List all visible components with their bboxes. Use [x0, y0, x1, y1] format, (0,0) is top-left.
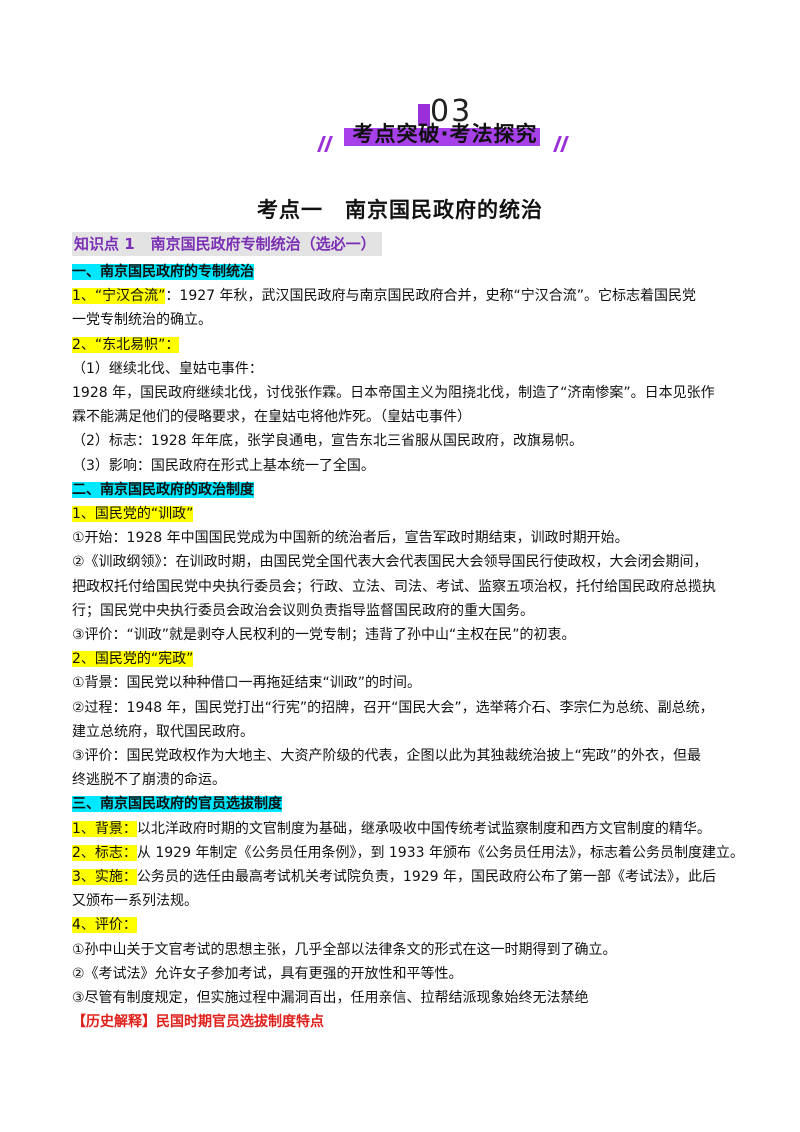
- line-text: 以北洋政府时期的文官制度为基础，继承吸收中国传统考试监察制度和西方文官制度的精华…: [136, 820, 711, 837]
- text-line: ②过程：1948 年，国民党打出“行宪”的招牌，召开“国民大会”，选举蒋介石、李…: [72, 698, 714, 718]
- text-line: ③尽管有制度规定，但实施过程中漏洞百出，任用亲信、拉帮结派现象始终无法禁绝: [72, 988, 589, 1008]
- line-text: 【历史解释】民国时期官员选拔制度特点: [72, 1014, 324, 1031]
- line-text: ②《考试法》允许女子参加考试，具有更强的开放性和平等性。: [72, 965, 463, 982]
- highlighted-label: 2、国民党的“宪政”: [72, 651, 194, 668]
- text-line: ②《考试法》允许女子参加考试，具有更强的开放性和平等性。: [72, 964, 463, 984]
- line-text: 行；国民党中央执行委员会政治会议则负责指导监督国民政府的重大国务。: [72, 602, 534, 619]
- line-text: 又颁布一系列法规。: [72, 893, 198, 910]
- section-heading-text: 三、南京国民政府的官员选拔制度: [72, 796, 282, 813]
- line-text: 霖不能满足他们的侵略要求，在皇姑屯将他炸死。（皇姑屯事件）: [72, 409, 471, 426]
- banner-accent: [418, 104, 430, 126]
- text-line: 1、国民党的“训政”: [72, 504, 194, 524]
- line-text: 把政权托付给国民党中央执行委员会；行政、立法、司法、考试、监察五项治权，托付给国…: [72, 578, 716, 595]
- text-line: （3）影响：国民政府在形式上基本统一了全国。: [72, 456, 375, 476]
- line-text: ①开始：1928 年中国国民党成为中国新的统治者后，宣告军政时期结束，训政时期开…: [72, 530, 629, 547]
- highlighted-label: 2、“东北易帜”：: [72, 336, 180, 353]
- line-text: ①孙中山关于文官考试的思想主张，几乎全部以法律条文的形式在这一时期得到了确立。: [72, 941, 617, 958]
- line-text: 1928 年，国民政府继续北伐，讨伐张作霖。日本帝国主义为阻挠北伐，制造了“济南…: [72, 385, 715, 401]
- section-heading-text: 一、南京国民政府的专制统治: [72, 264, 254, 280]
- section-number: 03: [430, 94, 473, 129]
- line-text: （2）标志：1928 年年底，张学良通电，宣告东北三省服从国民政府，改旗易帜。: [72, 433, 583, 450]
- text-line: ①孙中山关于文官考试的思想主张，几乎全部以法律条文的形式在这一时期得到了确立。: [72, 940, 617, 960]
- text-line: 2、“东北易帜”：: [72, 335, 180, 355]
- text-line: 2、标志：从 1929 年制定《公务员任用条例》，到 1933 年颁布《公务员任…: [72, 843, 744, 863]
- text-line: 霖不能满足他们的侵略要求，在皇姑屯将他炸死。（皇姑屯事件）: [72, 407, 471, 427]
- text-line: 一党专制统治的确立。: [72, 310, 212, 330]
- section-heading: 三、南京国民政府的官员选拔制度: [72, 794, 282, 814]
- line-text: ①背景：国民党以种种借口一再拖延结束“训政”的时间。: [72, 675, 422, 692]
- text-line: ①开始：1928 年中国国民党成为中国新的统治者后，宣告军政时期结束，训政时期开…: [72, 528, 629, 548]
- highlighted-label: 2、标志：: [72, 844, 137, 861]
- history-note-heading: 【历史解释】民国时期官员选拔制度特点: [72, 1012, 324, 1032]
- line-text: 从 1929 年制定《公务员任用条例》，到 1933 年颁布《公务员任用法》，标…: [136, 844, 744, 861]
- text-line: 3、实施：公务员的选任由最高考试机关考试院负责，1929 年，国民政府公布了第一…: [72, 867, 716, 887]
- text-line: 终逃脱不了崩溃的命运。: [72, 770, 226, 790]
- highlighted-label: 1、国民党的“训政”: [72, 506, 194, 522]
- line-text: （3）影响：国民政府在形式上基本统一了全国。: [72, 457, 375, 474]
- line-text: ③评价：“训政”就是剥夺人民权利的一党专制；违背了孙中山“主权在民”的初衷。: [72, 627, 576, 643]
- highlighted-label: 1、背景：: [72, 820, 137, 837]
- section-heading: 一、南京国民政府的专制统治: [72, 262, 254, 282]
- line-text: ②过程：1948 年，国民党打出“行宪”的招牌，召开“国民大会”，选举蒋介石、李…: [72, 699, 714, 716]
- text-line: ②《训政纲领》：在训政时期，由国民党全国代表大会代表国民大会领导国民行使政权，大…: [72, 552, 708, 572]
- line-text: ：1927 年秋，武汉国民政府与南京国民政府合并，史称“宁汉合流”。它标志着国民…: [165, 288, 697, 305]
- text-line: 1、“宁汉合流”：1927 年秋，武汉国民政府与南京国民政府合并，史称“宁汉合流…: [72, 286, 696, 306]
- text-line: 1928 年，国民政府继续北伐，讨伐张作霖。日本帝国主义为阻挠北伐，制造了“济南…: [72, 383, 715, 403]
- highlighted-label: 1、“宁汉合流”: [72, 288, 166, 305]
- text-line: （1）继续北伐、皇姑屯事件：: [72, 359, 263, 379]
- line-text: 公务员的选任由最高考试机关考试院负责，1929 年，国民政府公布了第一部《考试法…: [136, 869, 716, 885]
- text-line: 建立总统府，取代国民政府。: [72, 722, 254, 742]
- text-line: ③评价：“训政”就是剥夺人民权利的一党专制；违背了孙中山“主权在民”的初衷。: [72, 625, 576, 645]
- highlighted-label: 3、实施：: [72, 869, 137, 885]
- line-text: ③尽管有制度规定，但实施过程中漏洞百出，任用亲信、拉帮结派现象始终无法禁绝: [72, 990, 589, 1006]
- text-line: 4、评价：: [72, 915, 137, 935]
- banner-title: 考点突破·考法探究: [352, 122, 538, 146]
- knowledge-point-title: 南京国民政府专制统治（选必一）: [150, 235, 376, 253]
- text-line: 又颁布一系列法规。: [72, 891, 198, 911]
- text-line: 把政权托付给国民党中央执行委员会；行政、立法、司法、考试、监察五项治权，托付给国…: [72, 577, 716, 597]
- page-title: 考点一 南京国民政府的统治: [257, 198, 543, 222]
- banner-highlight-bar: [344, 128, 540, 146]
- text-line: （2）标志：1928 年年底，张学良通电，宣告东北三省服从国民政府，改旗易帜。: [72, 431, 583, 451]
- line-text: 一党专制统治的确立。: [72, 312, 212, 329]
- line-text: ②《训政纲领》：在训政时期，由国民党全国代表大会代表国民大会领导国民行使政权，大…: [72, 554, 708, 571]
- text-line: ③评价：国民党政权作为大地主、大资产阶级的代表，企图以此为其独裁统治披上“宪政”…: [72, 746, 701, 766]
- knowledge-point-label: 知识点 1: [74, 235, 135, 253]
- line-text: 终逃脱不了崩溃的命运。: [72, 772, 226, 789]
- section-heading-text: 二、南京国民政府的政治制度: [72, 481, 254, 498]
- line-text: （1）继续北伐、皇姑屯事件：: [72, 360, 263, 377]
- text-line: 1、背景：以北洋政府时期的文官制度为基础，继承吸收中国传统考试监察制度和西方文官…: [72, 819, 711, 839]
- banner-slash-right: [560, 136, 569, 152]
- banner-slash-left: [324, 136, 333, 152]
- highlighted-label: 4、评价：: [72, 917, 137, 934]
- text-line: ①背景：国民党以种种借口一再拖延结束“训政”的时间。: [72, 673, 421, 693]
- text-line: 行；国民党中央执行委员会政治会议则负责指导监督国民政府的重大国务。: [72, 601, 534, 621]
- text-line: 2、国民党的“宪政”: [72, 649, 194, 669]
- section-heading: 二、南京国民政府的政治制度: [72, 480, 254, 500]
- knowledge-point-heading: 知识点 1 南京国民政府专制统治（选必一）: [72, 232, 382, 256]
- section-banner: 03 考点突破·考法探究: [300, 90, 590, 170]
- line-text: ③评价：国民党政权作为大地主、大资产阶级的代表，企图以此为其独裁统治披上“宪政”…: [72, 748, 702, 764]
- line-text: 建立总统府，取代国民政府。: [72, 723, 254, 740]
